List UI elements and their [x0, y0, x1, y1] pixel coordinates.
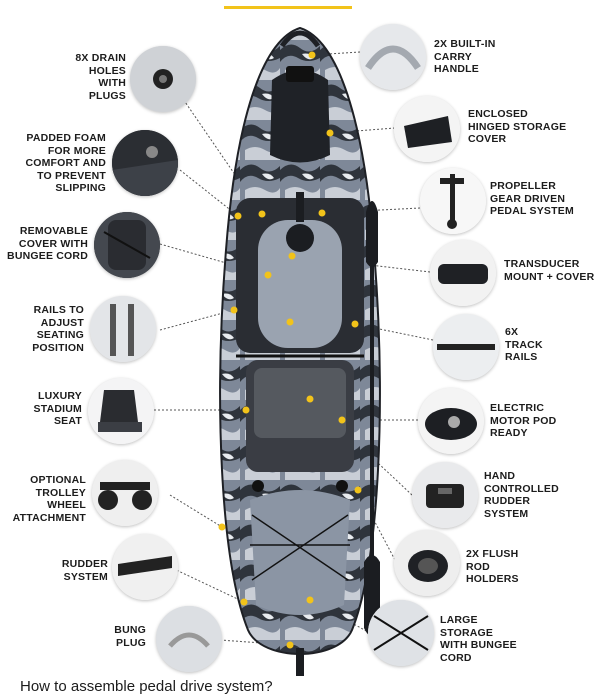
- title-accent-bar: [224, 6, 352, 9]
- trolley-wheel-photo: [92, 460, 158, 526]
- bungee-cord: [250, 514, 350, 581]
- rudder-blade: [296, 648, 304, 676]
- paddle-shaft: [370, 225, 374, 605]
- storage-bungee-photo: [368, 600, 434, 666]
- rear-storage: [250, 490, 350, 615]
- track-rail-photo: [433, 314, 499, 380]
- rudder-control-photo: [412, 462, 478, 528]
- seat-rail-photo: [90, 296, 156, 362]
- pedal-well: [258, 220, 342, 348]
- rod-holder-photo: [394, 530, 460, 596]
- front-hatch: [270, 70, 330, 163]
- bung-plug-photo: [156, 606, 222, 672]
- rudder-photo: [112, 534, 178, 600]
- hatch-latch: [286, 66, 314, 82]
- feature-markers: [218, 51, 362, 649]
- carry-handle-photo: [360, 24, 426, 90]
- paddle-blade-top: [366, 201, 378, 267]
- drain-plug-photo: [130, 46, 196, 112]
- transducer-mount-photo: [430, 240, 496, 306]
- motor-pod-photo: [418, 388, 484, 454]
- hinged-cover-photo: [394, 96, 460, 162]
- pedal-drive-hub: [286, 224, 314, 252]
- kayak-illustration: [218, 26, 381, 676]
- assembly-question-text: How to assemble pedal drive system?: [20, 678, 273, 695]
- foam-pad-photo: [112, 130, 178, 196]
- pedal-drive-photo: [420, 168, 486, 234]
- carry-handle: [279, 30, 321, 48]
- stadium-seat-photo: [88, 378, 154, 444]
- bungee-cover-photo: [94, 212, 160, 278]
